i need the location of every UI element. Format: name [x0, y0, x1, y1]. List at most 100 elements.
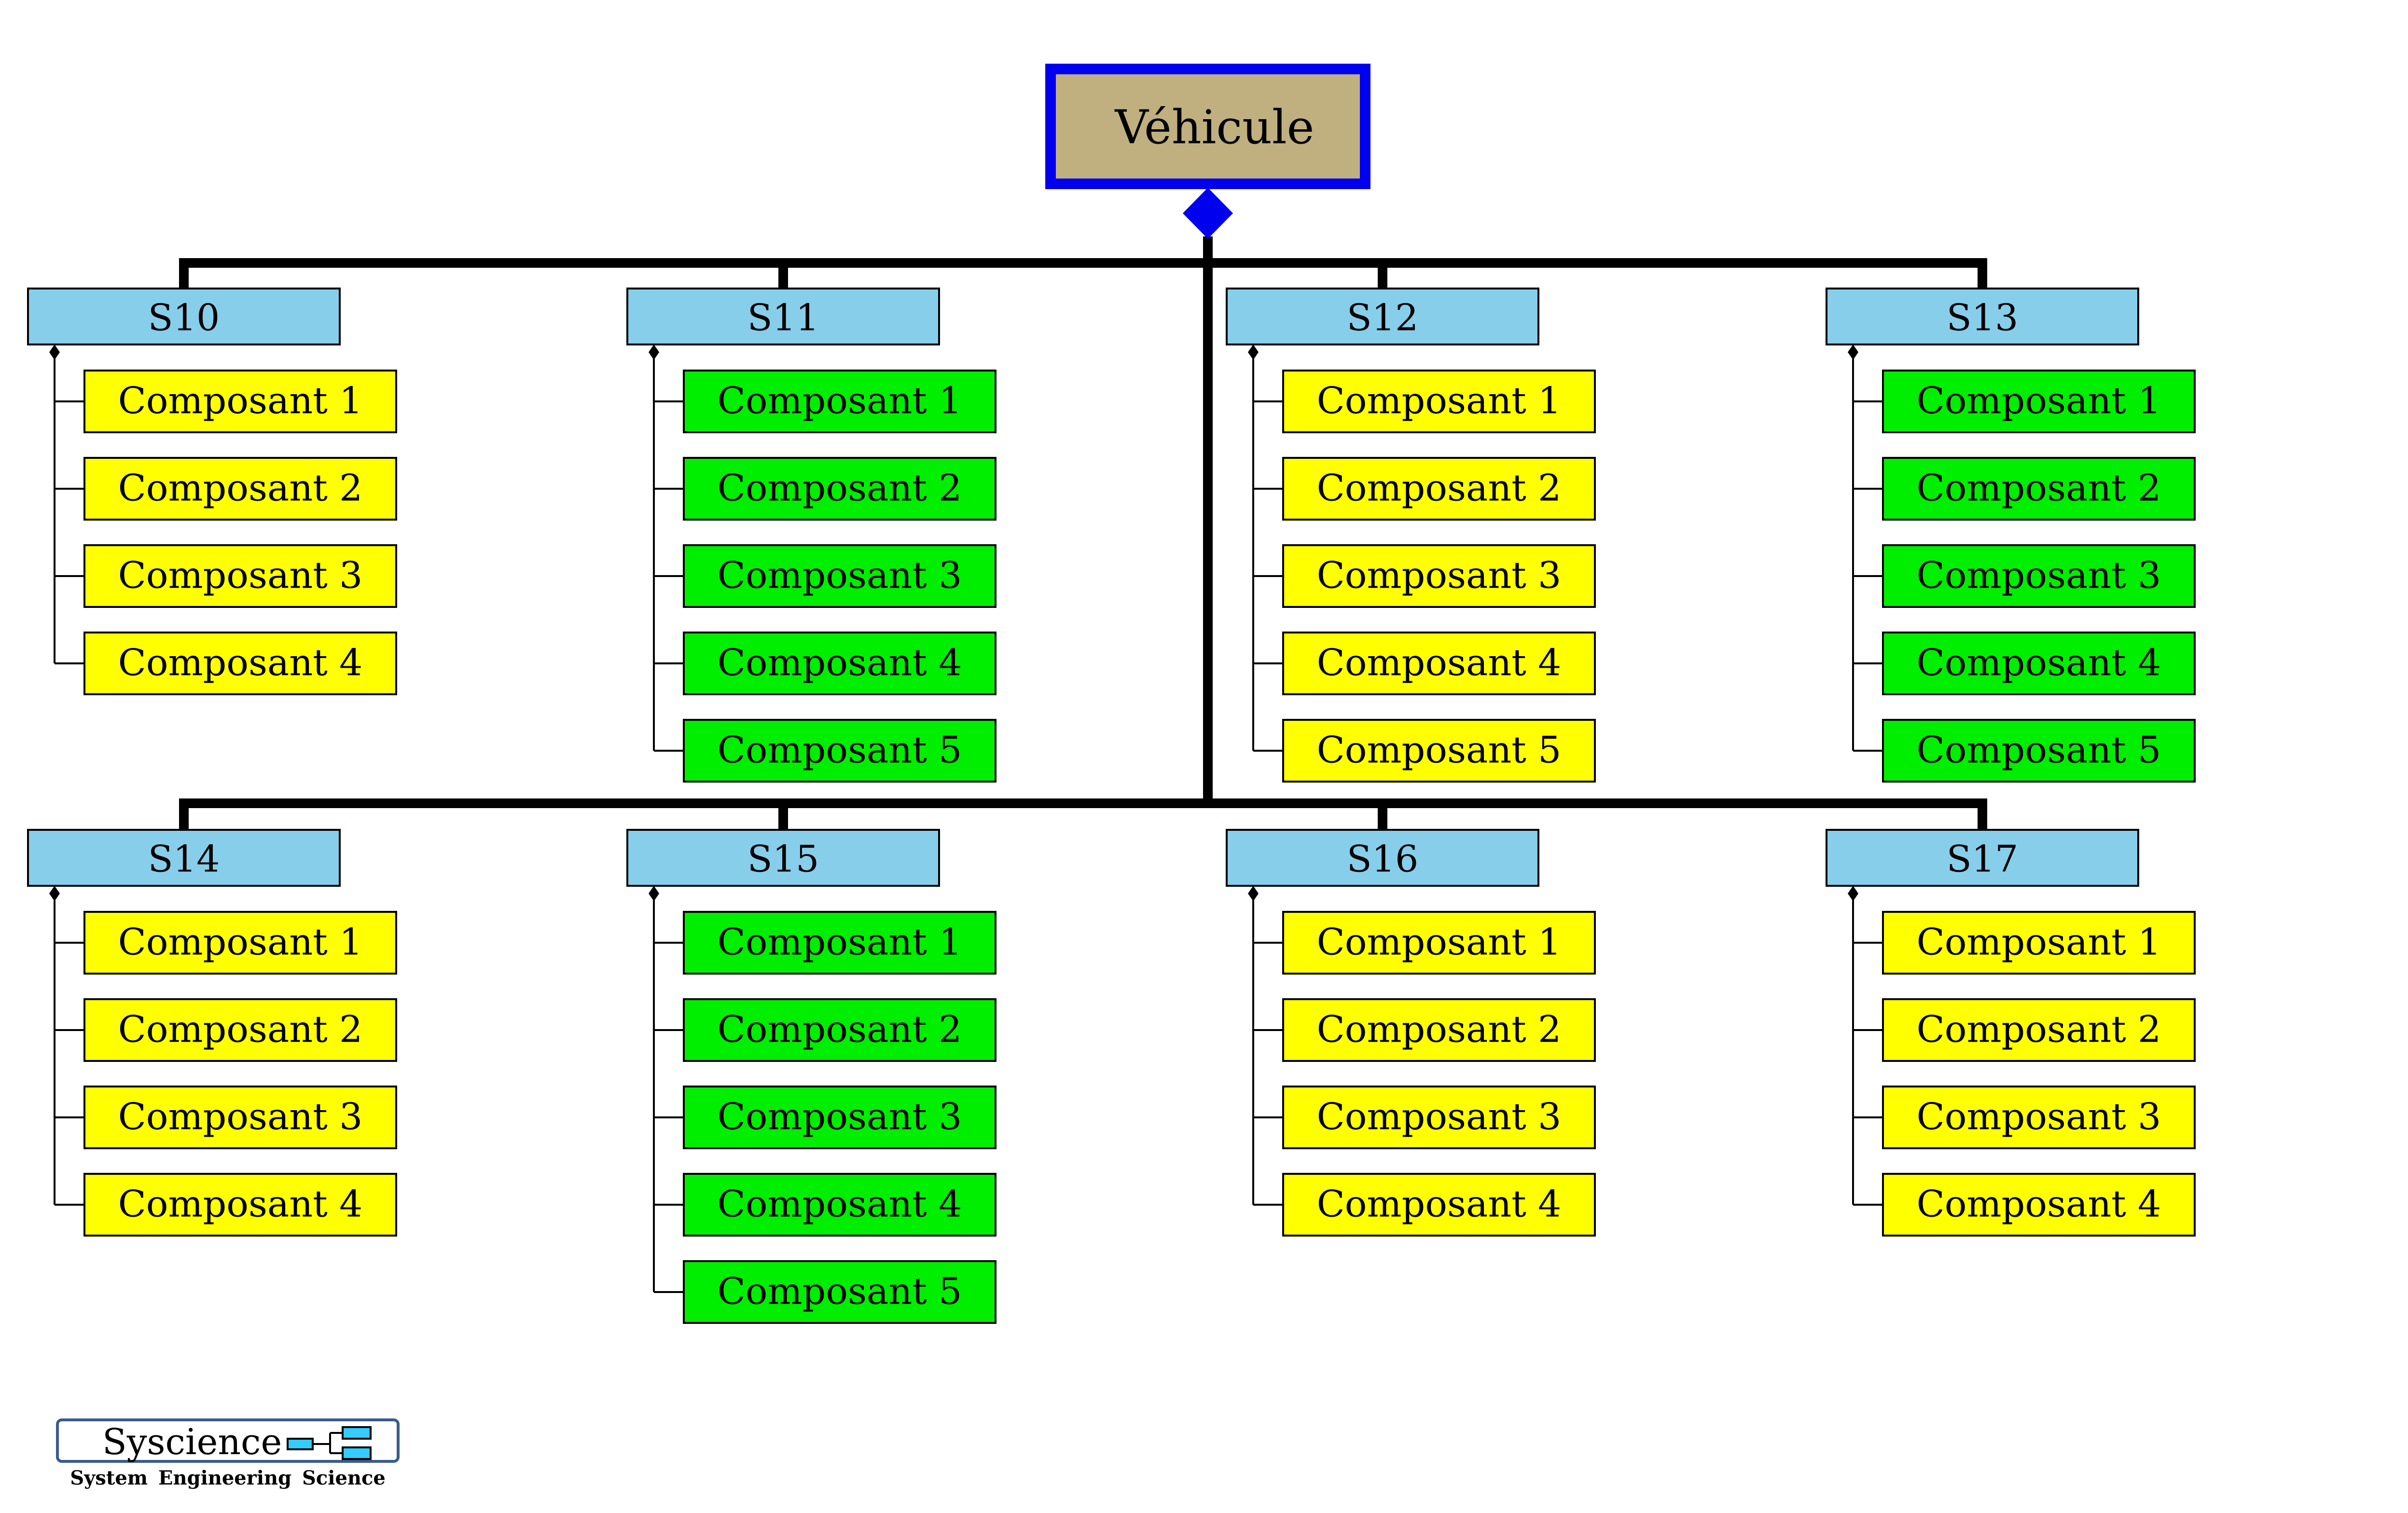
component-box — [683, 1086, 996, 1149]
subsystem-header — [626, 829, 940, 887]
component-box — [1882, 1086, 2196, 1149]
component-box — [683, 544, 996, 608]
component-box — [83, 1173, 397, 1237]
aggregation-diamond-icon — [1183, 188, 1233, 239]
composition-diamond-icon — [1248, 344, 1259, 360]
component-label: Composant 4 — [1317, 641, 1562, 684]
component-label: Composant 4 — [1317, 1183, 1562, 1225]
component-label: Composant 2 — [1317, 467, 1562, 509]
component-label: Composant 2 — [1917, 1008, 2161, 1051]
component-label: Composant 5 — [718, 1270, 962, 1313]
component-label: Composant 5 — [1917, 729, 2161, 771]
component-box — [1282, 457, 1596, 521]
subsystem-label: S16 — [1347, 838, 1419, 880]
component-label: Composant 1 — [1317, 921, 1562, 963]
component-box — [683, 370, 996, 433]
component-label: Composant 4 — [718, 641, 962, 684]
component-box — [1282, 1086, 1596, 1149]
component-box — [1882, 457, 2196, 521]
subsystem-header — [1826, 288, 2139, 345]
component-label: Composant 1 — [1917, 921, 2161, 963]
subsystem-header — [626, 288, 940, 345]
component-box — [1282, 719, 1596, 783]
component-box — [1282, 1173, 1596, 1237]
component-label: Composant 1 — [118, 921, 363, 963]
component-box — [683, 1173, 996, 1237]
component-label: Composant 1 — [718, 921, 962, 963]
subsystem-header — [1826, 829, 2139, 887]
component-label: Composant 3 — [1317, 1095, 1562, 1138]
component-box — [1882, 719, 2196, 783]
component-box — [683, 998, 996, 1062]
component-label: Composant 3 — [718, 1095, 962, 1138]
component-label: Composant 3 — [1917, 1095, 2161, 1138]
root-node: Véhicule — [1045, 64, 1370, 239]
component-box — [83, 457, 397, 521]
logo-title: Syscience — [102, 1421, 282, 1463]
component-label: Composant 5 — [1317, 729, 1562, 771]
component-label: Composant 2 — [718, 467, 962, 509]
component-box — [83, 1086, 397, 1149]
subsystem-header — [27, 288, 341, 345]
component-label: Composant 4 — [1917, 641, 2161, 684]
component-label: Composant 3 — [118, 554, 363, 597]
component-label: Composant 2 — [1917, 467, 2161, 509]
component-box — [683, 632, 996, 695]
component-label: Composant 1 — [1317, 379, 1562, 422]
syscience-logo: Syscience System Engineering Science — [56, 1418, 403, 1489]
component-label: Composant 4 — [718, 1183, 962, 1225]
component-label: Composant 4 — [1917, 1183, 2161, 1225]
component-box — [683, 1260, 996, 1324]
component-box — [1282, 370, 1596, 433]
connector-lines — [179, 236, 1987, 830]
composition-diamond-icon — [1248, 886, 1259, 901]
component-box — [1882, 632, 2196, 695]
component-box — [83, 370, 397, 433]
composition-diamond-icon — [49, 886, 60, 901]
logo-frame: Syscience — [56, 1418, 400, 1463]
component-label: Composant 4 — [118, 1183, 363, 1225]
subsystem-header — [1226, 288, 1539, 345]
subsystem-label: S12 — [1347, 296, 1419, 339]
component-box — [83, 911, 397, 975]
component-box — [683, 911, 996, 975]
component-box — [1882, 998, 2196, 1062]
component-label: Composant 3 — [1917, 554, 2161, 597]
composition-diamond-icon — [649, 886, 659, 901]
composition-diamond-icon — [649, 344, 659, 360]
component-box — [1882, 370, 2196, 433]
component-label: Composant 2 — [118, 1008, 363, 1051]
component-box — [1282, 544, 1596, 608]
composition-diamond-icon — [1848, 886, 1858, 901]
component-box — [683, 719, 996, 783]
component-box — [83, 544, 397, 608]
component-label: Composant 3 — [1317, 554, 1562, 597]
component-label: Composant 1 — [718, 379, 962, 422]
composition-diamond-icon — [1848, 344, 1858, 360]
subsystem-label: S14 — [148, 838, 220, 880]
component-box — [1282, 998, 1596, 1062]
subsystem-header — [1226, 829, 1539, 887]
component-label: Composant 2 — [1317, 1008, 1562, 1051]
component-box — [83, 998, 397, 1062]
component-box — [1282, 632, 1596, 695]
component-label: Composant 3 — [118, 1095, 363, 1138]
subsystem-label: S10 — [148, 296, 220, 339]
subsystem-header — [27, 829, 341, 887]
component-label: Composant 5 — [718, 729, 962, 771]
component-box — [83, 632, 397, 695]
root-label: Véhicule — [1115, 100, 1315, 154]
subsystem-label: S17 — [1947, 838, 2019, 880]
composition-diamond-icon — [49, 344, 60, 360]
component-label: Composant 1 — [1917, 379, 2161, 422]
root-box — [1045, 64, 1370, 189]
block-diagram-icon — [287, 1426, 372, 1460]
component-label: Composant 1 — [118, 379, 363, 422]
